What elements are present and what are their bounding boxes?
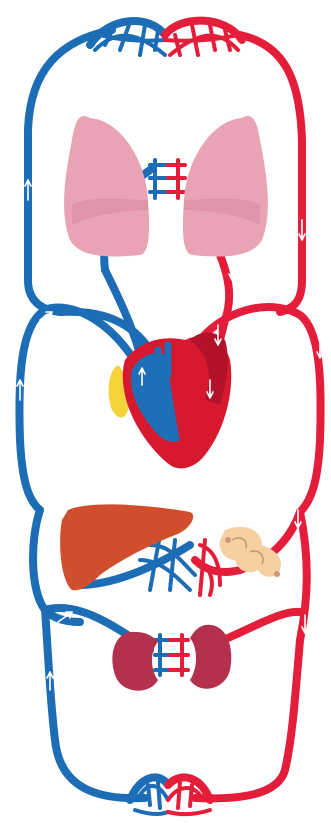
- lungs-icon: [64, 116, 268, 256]
- kidney-icon: [112, 625, 231, 691]
- arrow-up-icon: [37, 462, 43, 480]
- left-lung: [64, 116, 149, 256]
- right-kidney: [190, 625, 231, 689]
- right-lung: [183, 116, 268, 256]
- lung-capillary-bed: [150, 160, 185, 198]
- arrow-up-icon: [125, 286, 131, 300]
- kidney-capillary-bed: [155, 635, 188, 675]
- upper-capillary-bed: [90, 21, 242, 55]
- arrow-down-icon: [229, 262, 235, 280]
- left-kidney: [112, 632, 158, 691]
